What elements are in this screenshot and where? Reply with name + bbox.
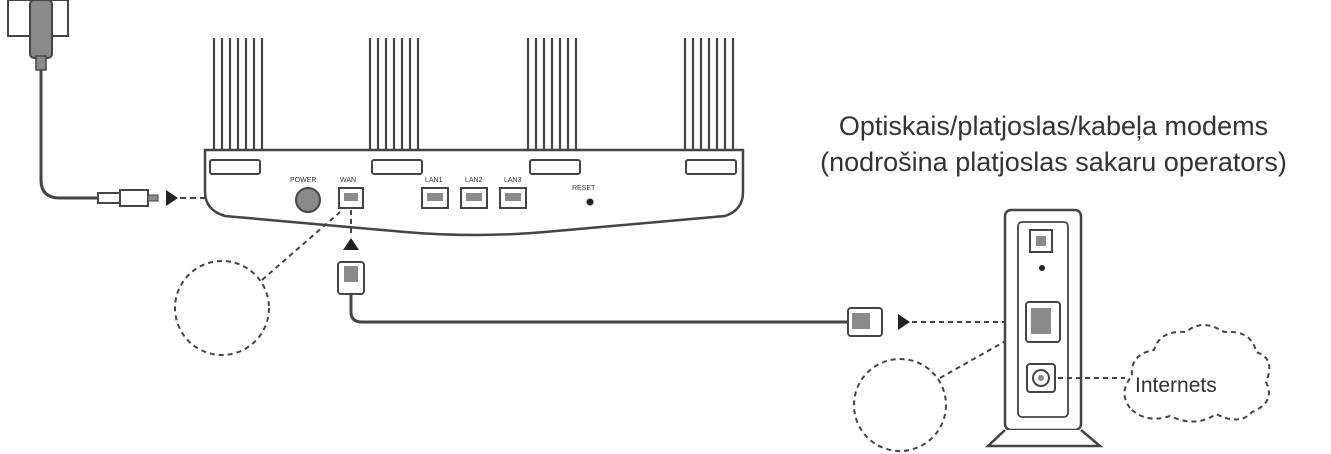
power-port-label: POWER [290, 177, 316, 184]
power-cable [39, 70, 105, 200]
modem-indicator [1039, 265, 1045, 271]
wan-port-label: WAN [340, 177, 356, 184]
power-plug [97, 189, 159, 207]
lan1-port-label: LAN1 [425, 177, 443, 184]
lan1-port [421, 187, 449, 209]
power-adapter [7, 0, 69, 71]
modem-caption-line2: (nodrošina platjoslas sakaru operators) [820, 147, 1287, 177]
modem [984, 208, 1104, 448]
router-antennas [212, 38, 735, 150]
reset-button [586, 198, 594, 206]
wan-plug [337, 261, 365, 295]
modem-caption: Optiskais/platjoslas/kabeļa modems (nodr… [776, 108, 1331, 180]
ethernet-cable [349, 294, 848, 324]
modem-caption-line1: Optiskais/platjoslas/kabeļa modems [838, 111, 1269, 141]
modem-arrow-icon [898, 314, 910, 330]
lan2-port [460, 187, 488, 209]
modem-plug [847, 307, 883, 337]
lan3-port-label: LAN3 [504, 177, 522, 184]
wan-port [338, 187, 364, 209]
adapter-body [29, 0, 53, 59]
lan2-port-label: LAN2 [465, 177, 483, 184]
wan-zoom-circle [174, 260, 270, 356]
cloud-label: Internets [1135, 374, 1217, 397]
power-port [295, 187, 321, 213]
internet-cloud-icon [1123, 324, 1271, 423]
reset-port-label: RESET [572, 185, 596, 192]
lan3-port [499, 187, 527, 209]
router-vents [209, 159, 737, 175]
modem-zoom-circle [853, 358, 947, 452]
power-arrow-icon [166, 190, 178, 206]
wan-arrow-icon [343, 238, 359, 250]
